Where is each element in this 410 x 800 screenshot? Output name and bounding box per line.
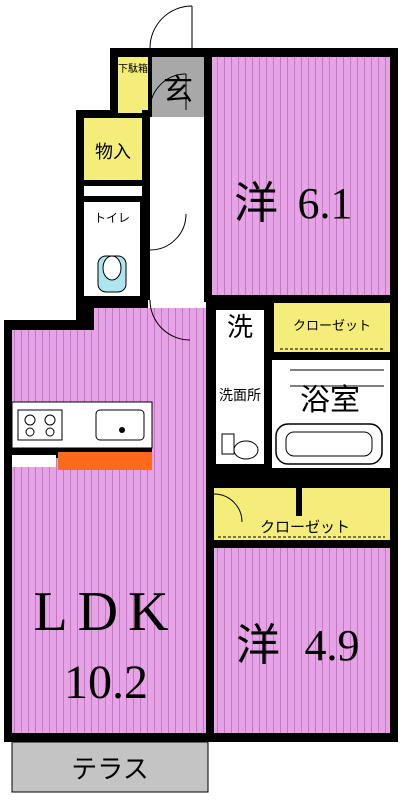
senmen-label: 洗	[227, 313, 253, 343]
ldk-label: LDK	[33, 581, 178, 643]
storage-label: 物入	[95, 142, 131, 163]
western-room-1-floor	[210, 57, 390, 295]
sink-icon	[95, 409, 145, 441]
western-room-1-size: 6.1	[298, 179, 353, 228]
western-room-2-label: 洋	[236, 620, 280, 671]
ldk-size: 10.2	[64, 656, 148, 709]
senmenjo-label: 洗面所	[219, 388, 261, 404]
closet-1-label: クローゼット	[293, 319, 371, 334]
counter-accent	[58, 452, 152, 470]
washbasin-icon	[233, 440, 259, 460]
terrace-floor	[11, 741, 209, 793]
western-room-1-label: 洋	[234, 178, 278, 229]
terrace-label: テラス	[71, 755, 148, 785]
entrance-floor	[152, 57, 204, 117]
closet-1	[274, 302, 390, 352]
geta-bako	[118, 57, 148, 113]
storage	[84, 118, 142, 180]
closet-2-label: クローゼット	[260, 518, 350, 536]
senmen-label-box	[216, 310, 264, 340]
hallway-floor	[148, 117, 204, 295]
genkan-label: 玄	[163, 73, 193, 108]
western-room-2-floor	[212, 548, 390, 733]
stove-icon	[17, 409, 63, 441]
bathtub-icon	[275, 423, 383, 465]
western-room-2-size: 4.9	[305, 621, 360, 670]
geta-bako-label: 下駄箱	[118, 62, 148, 75]
toilet-label: トイレ	[94, 211, 130, 225]
bath-label: 浴室	[300, 383, 360, 418]
